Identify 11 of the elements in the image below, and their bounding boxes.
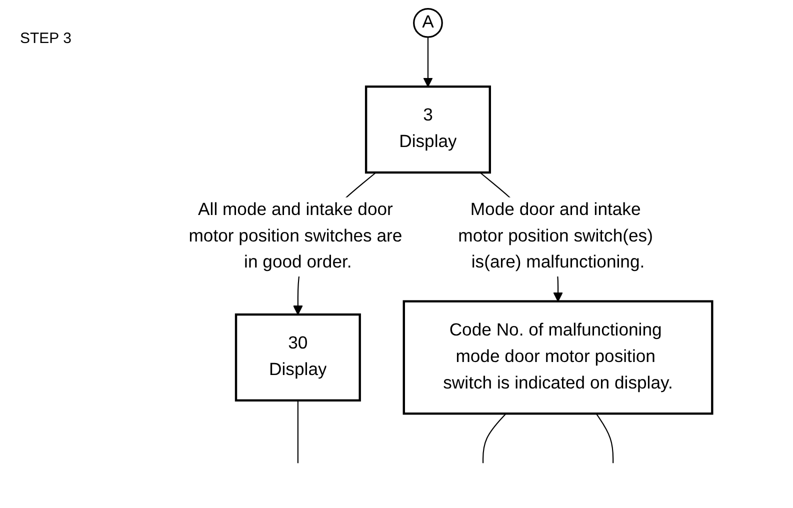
node-circle: A: [413, 8, 443, 38]
node-box: Code No. of malfunctioning mode door motor position switch is indicated on display.: [402, 300, 714, 415]
node-box: 30 Display: [234, 313, 361, 402]
edge-label: Mode door and intake motor position switch(es) is(are) malfunctioning.: [458, 200, 653, 272]
node-box: 3 Display: [364, 86, 491, 174]
connector: [482, 413, 506, 464]
edge-label: All mode and intake door motor position switches are in good order.: [188, 200, 402, 272]
arrow: [423, 37, 433, 88]
connector: [297, 400, 298, 464]
step-label: STEP 3: [20, 30, 72, 47]
connector: [596, 413, 614, 464]
